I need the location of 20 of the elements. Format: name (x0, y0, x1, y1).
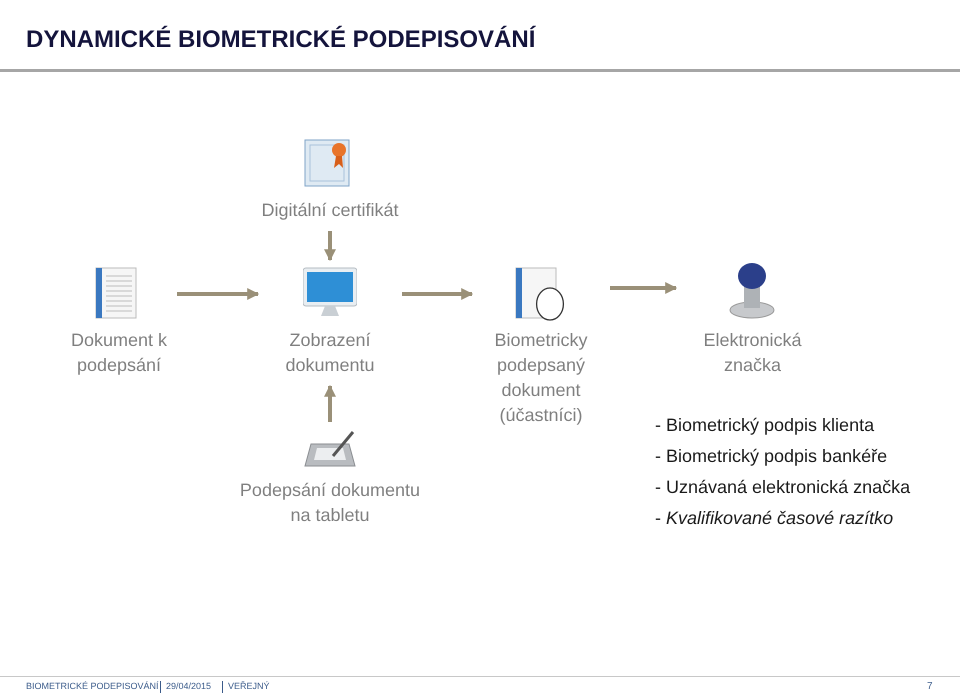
arrow (610, 282, 678, 294)
slide-title: DYNAMICKÉ BIOMETRICKÉ PODEPISOVÁNÍ (26, 26, 536, 54)
step-label: Dokument k podepsání (70, 329, 168, 377)
footer-text: VEŘEJNÝ (228, 681, 270, 691)
step-label: Biometricky podepsaný dokument (účastníci) (493, 329, 588, 427)
list-item: - Kvalifikované časové razítko (655, 508, 894, 529)
step-label: Zobrazení dokumentu (284, 329, 376, 377)
step-label: Podepsání dokumentu na tabletu (238, 479, 422, 527)
list-item: - Biometrický podpis klienta (655, 415, 874, 436)
arrow (324, 384, 336, 422)
arrow (177, 288, 260, 300)
footer-date: 29/04/2015 (166, 681, 212, 691)
arrow (402, 288, 474, 300)
list-item: - Uznávaná elektronická značka (655, 477, 910, 498)
step-label: Elektronická značka (702, 329, 803, 377)
footer-text: BIOMETRICKÉ PODEPISOVÁNÍ (26, 681, 159, 691)
step-label: Digitální certifikát (261, 199, 399, 222)
arrow (324, 231, 336, 262)
page-number: 7 (927, 681, 933, 692)
list-item: - Biometrický podpis bankéře (655, 446, 888, 467)
